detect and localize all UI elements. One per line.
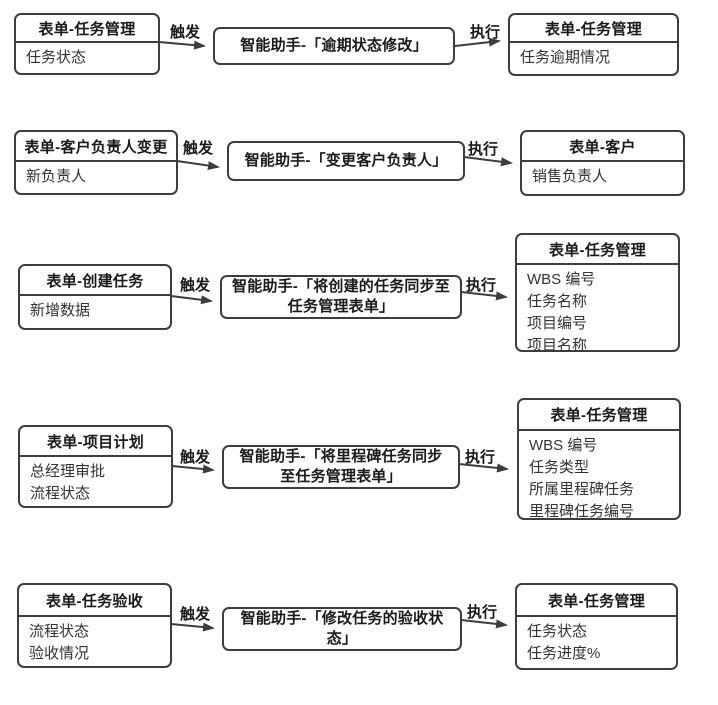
form-field: 验收情况 — [29, 645, 90, 662]
trigger-arrow-label: 触发 — [180, 449, 211, 466]
assistant-node: 智能助手-「将里程碑任务同步至任务管理表单」 — [222, 445, 460, 489]
form-field: 任务逾期情况 — [520, 49, 611, 66]
form-node-fields: 流程状态 验收情况 — [19, 617, 170, 665]
source-form-node: 表单-任务管理 任务状态 — [14, 13, 160, 75]
exec-arrow-label: 执行 — [467, 604, 498, 621]
trigger-arrow — [170, 622, 215, 632]
form-node-title: 表单-客户 — [522, 132, 683, 162]
source-form-node: 表单-任务验收 流程状态 验收情况 — [17, 583, 172, 668]
source-form-node: 表单-项目计划 总经理审批 流程状态 — [18, 425, 173, 508]
form-node-title: 表单-项目计划 — [20, 427, 171, 457]
form-field: WBS 编号 — [529, 437, 598, 454]
form-field: 新负责人 — [26, 168, 87, 185]
form-node-title: 表单-任务管理 — [517, 585, 676, 617]
form-field: 总经理审批 — [30, 463, 106, 480]
form-node-fields: 销售负责人 — [522, 162, 683, 188]
form-field: 销售负责人 — [532, 168, 608, 185]
form-node-title: 表单-任务管理 — [510, 15, 677, 43]
form-node-title: 表单-任务管理 — [517, 235, 678, 265]
form-node-fields: 任务逾期情况 — [510, 43, 677, 69]
form-node-title: 表单-创建任务 — [20, 266, 170, 296]
form-field: 所属里程碑任务 — [529, 481, 635, 498]
form-node-fields: WBS 编号 任务名称 项目编号 项目名称 — [517, 265, 678, 357]
form-node-fields: 任务状态 — [16, 43, 158, 69]
target-form-node: 表单-任务管理 WBS 编号 任务类型 所属里程碑任务 里程碑任务编号 — [517, 398, 681, 520]
assistant-node: 智能助手-「修改任务的验收状态」 — [222, 607, 462, 651]
target-form-node: 表单-任务管理 任务状态 任务进度% — [515, 583, 678, 670]
form-field: 任务名称 — [527, 293, 588, 310]
form-node-fields: 新负责人 — [16, 162, 176, 188]
target-form-node: 表单-客户 销售负责人 — [520, 130, 685, 196]
form-field: 任务类型 — [529, 459, 590, 476]
form-field: 流程状态 — [30, 485, 91, 502]
assistant-node: 智能助手-「变更客户负责人」 — [227, 141, 465, 181]
trigger-arrow-label: 触发 — [183, 140, 214, 157]
trigger-arrow-label: 触发 — [180, 606, 211, 623]
source-form-node: 表单-客户负责人变更 新负责人 — [14, 130, 178, 195]
form-field: 任务状态 — [26, 49, 87, 66]
form-field: 项目编号 — [527, 315, 588, 332]
exec-arrow-label: 执行 — [465, 449, 496, 466]
assistant-node: 智能助手-「将创建的任务同步至任务管理表单」 — [220, 275, 462, 319]
form-field: 流程状态 — [29, 623, 90, 640]
form-field: 项目名称 — [527, 337, 588, 354]
form-field: 新增数据 — [30, 302, 91, 319]
form-field: WBS 编号 — [527, 271, 596, 288]
trigger-arrow — [170, 295, 213, 305]
trigger-arrow — [158, 40, 206, 50]
form-node-title: 表单-任务管理 — [16, 15, 158, 43]
form-node-fields: 任务状态 任务进度% — [517, 617, 676, 665]
exec-arrow-label: 执行 — [468, 141, 499, 158]
form-node-fields: 总经理审批 流程状态 — [20, 457, 171, 505]
form-node-fields: 新增数据 — [20, 296, 170, 322]
form-node-title: 表单-任务管理 — [519, 400, 679, 431]
trigger-arrow — [176, 160, 220, 171]
source-form-node: 表单-创建任务 新增数据 — [18, 264, 172, 330]
form-node-title: 表单-任务验收 — [19, 585, 170, 617]
trigger-arrow-label: 触发 — [180, 277, 211, 294]
form-field: 里程碑任务编号 — [529, 503, 635, 520]
target-form-node: 表单-任务管理 WBS 编号 任务名称 项目编号 项目名称 — [515, 233, 680, 354]
trigger-arrow-label: 触发 — [170, 24, 201, 41]
form-node-title: 表单-客户负责人变更 — [16, 132, 176, 162]
form-node-fields: WBS 编号 任务类型 所属里程碑任务 里程碑任务编号 — [519, 431, 679, 523]
exec-arrow-label: 执行 — [466, 277, 497, 294]
exec-arrow-label: 执行 — [470, 24, 501, 41]
assistant-node: 智能助手-「逾期状态修改」 — [213, 27, 455, 65]
form-field: 任务状态 — [527, 623, 588, 640]
target-form-node: 表单-任务管理 任务逾期情况 — [508, 13, 679, 76]
form-field: 任务进度% — [527, 645, 601, 662]
